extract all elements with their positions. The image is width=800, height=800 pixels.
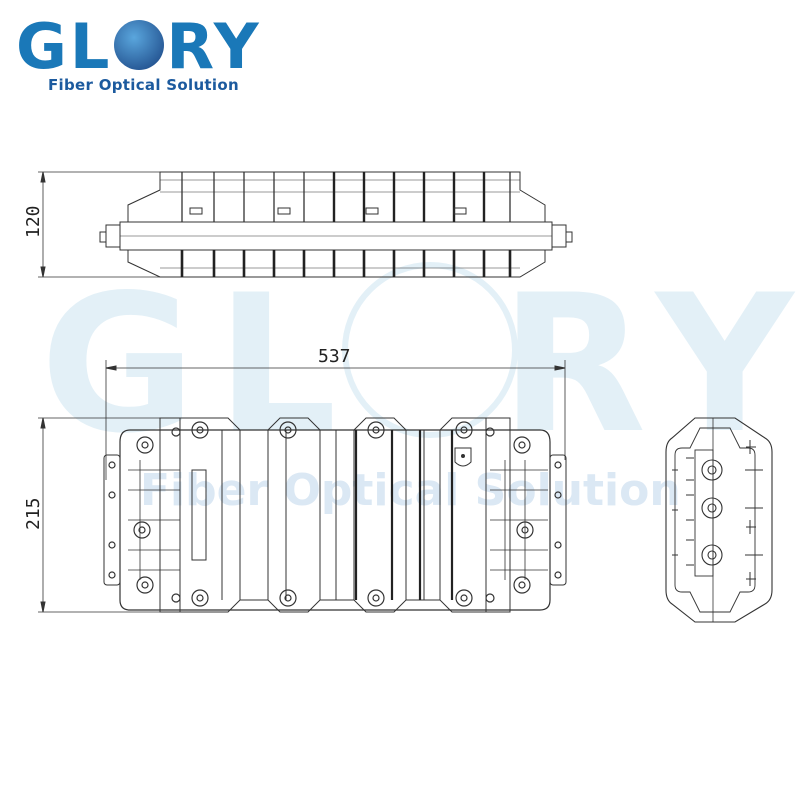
- dim-label-120: 120: [23, 205, 44, 238]
- top-view: 537 215: [23, 346, 567, 613]
- side-view: 120: [23, 171, 573, 278]
- bolt-icons: [108, 421, 562, 607]
- dim-label-537: 537: [318, 346, 351, 367]
- brand-tagline: Fiber Optical Solution: [48, 76, 239, 94]
- globe-icon: [114, 20, 165, 70]
- end-view: [665, 417, 773, 623]
- dim-label-215: 215: [23, 497, 44, 530]
